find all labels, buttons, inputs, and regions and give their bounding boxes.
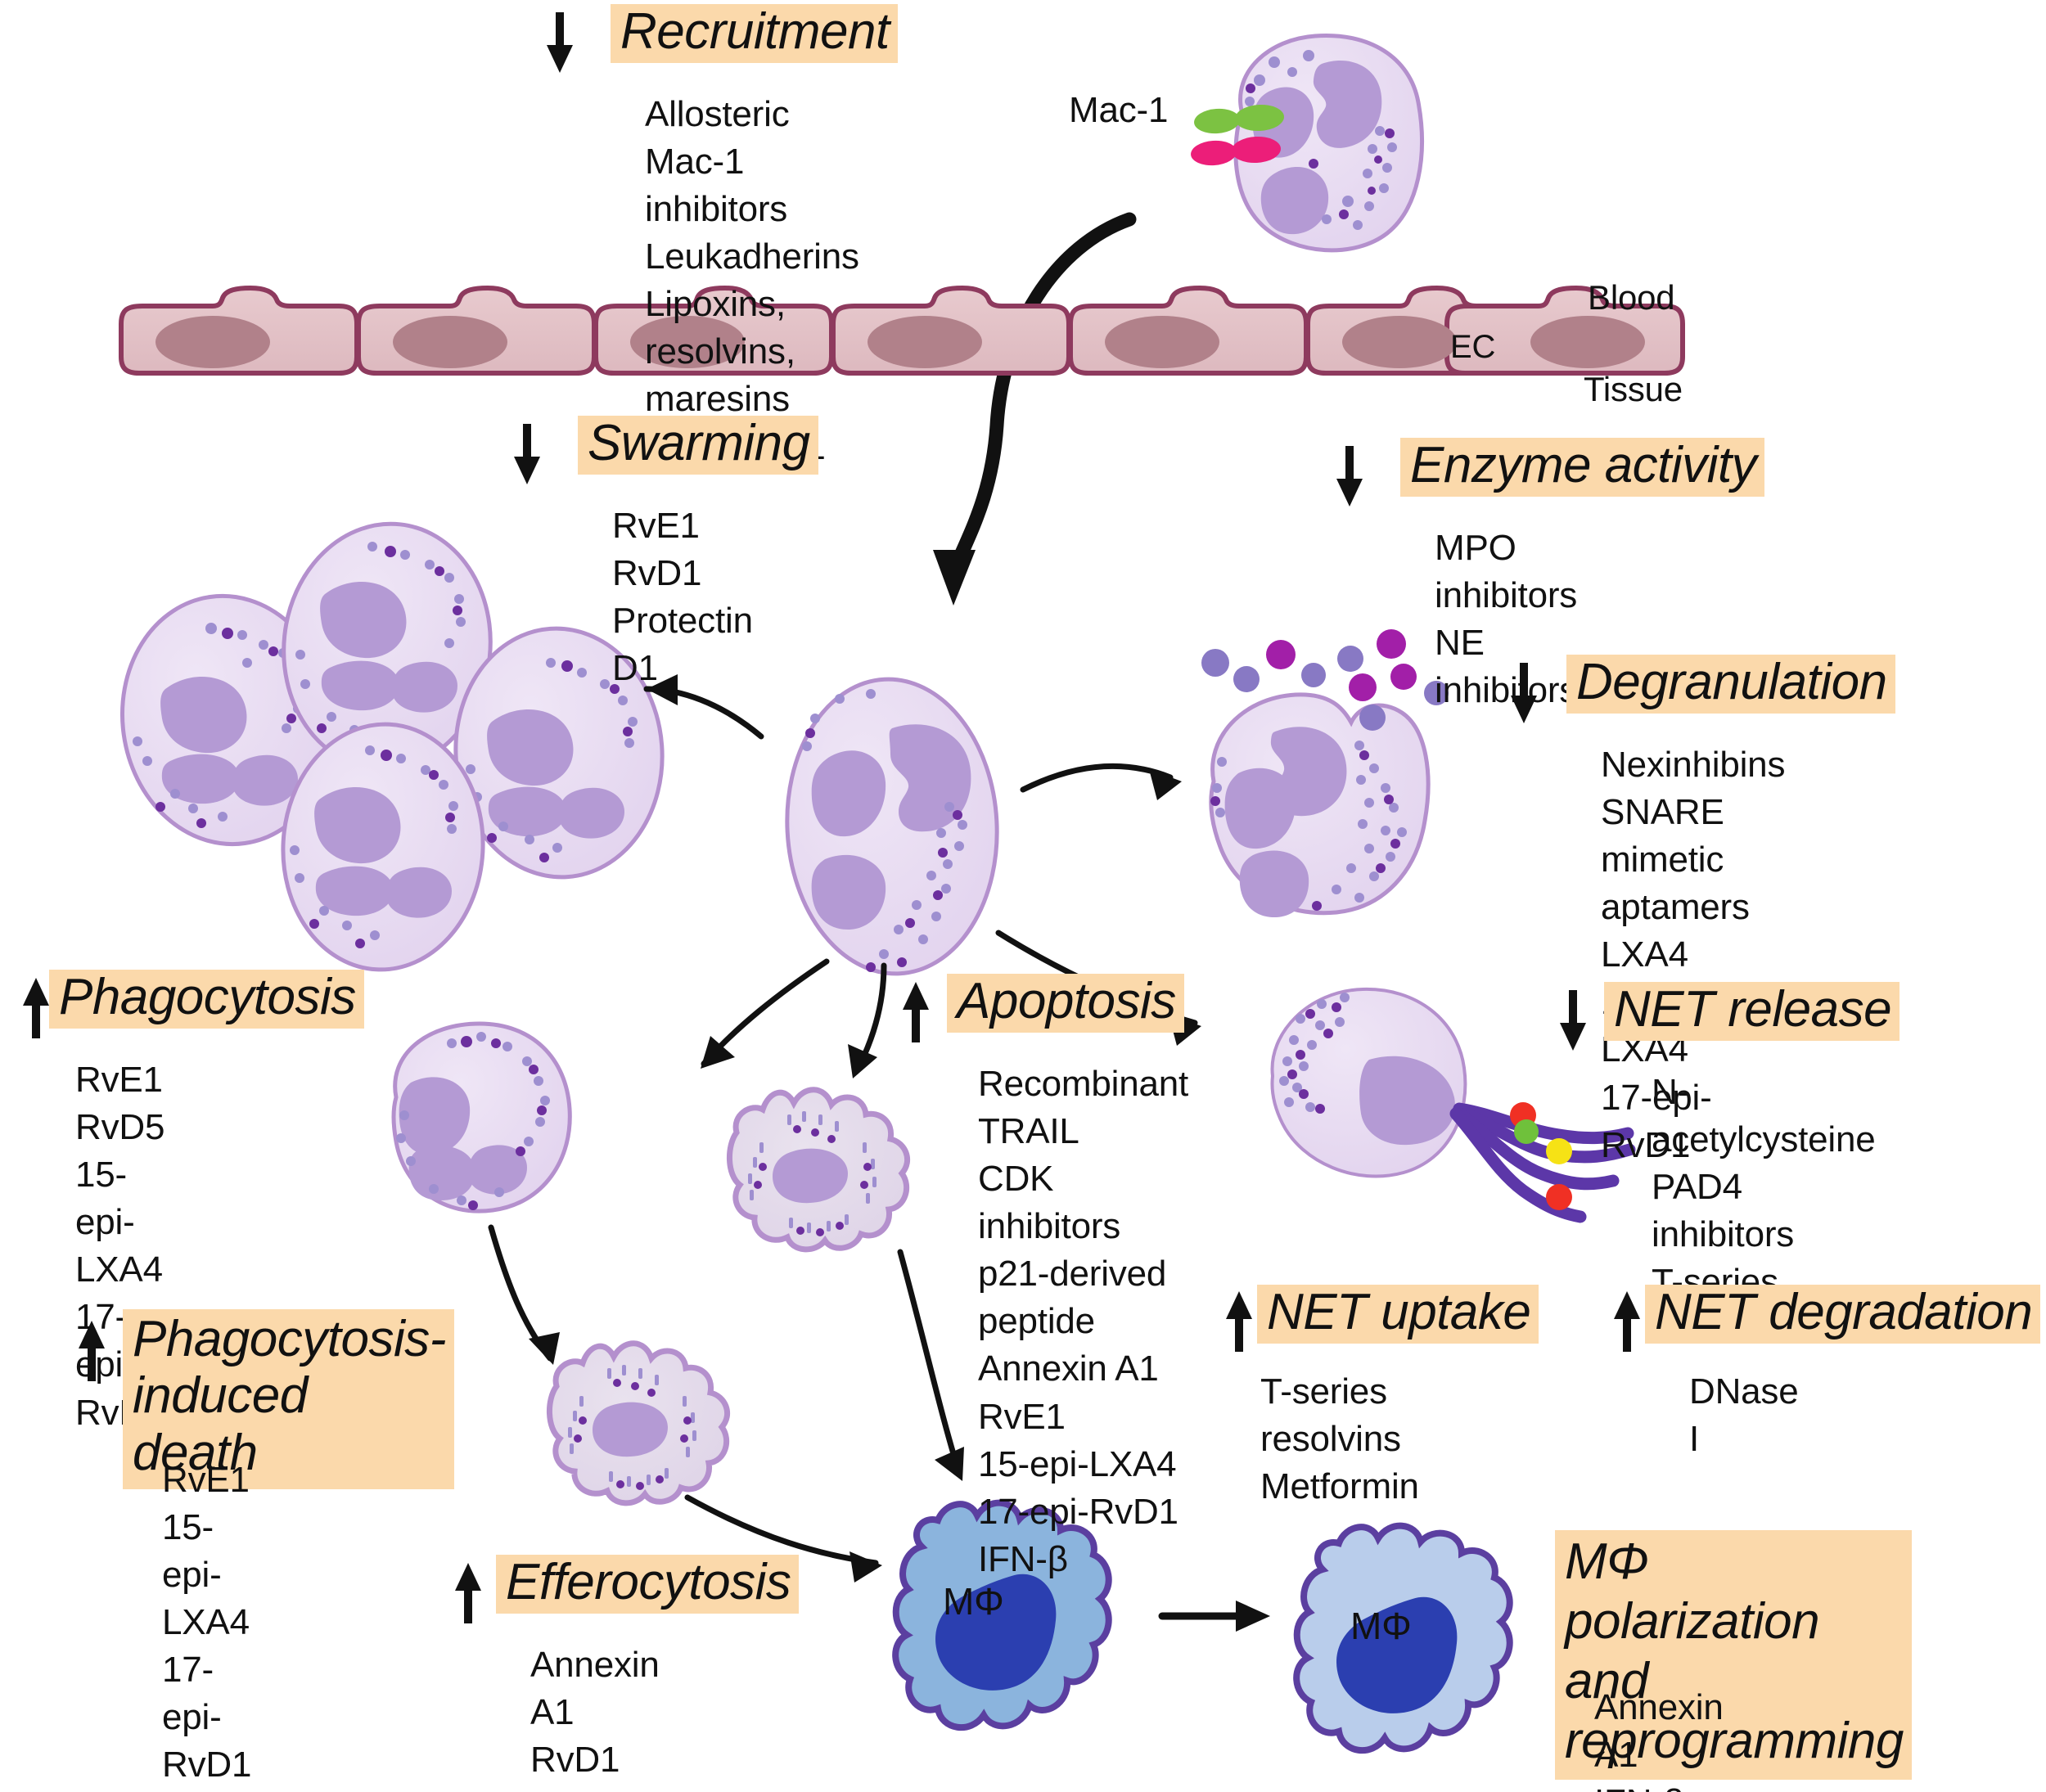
blood-label: Blood [1588,278,1675,317]
macrophage-right [1293,1522,1513,1754]
endothelium-strip [119,286,1685,376]
panel-title: NET degradation [1645,1285,2041,1344]
panel-items: Annexin A1 IFN-β [1594,1684,1724,1792]
net-antimicrobial-dots [1510,1102,1572,1210]
panel-item: Recombinant TRAIL [978,1064,1189,1152]
panel-item: Allosteric Mac-1 inhibitors [645,94,790,230]
panel-items: Annexin A1RvD1RvE1IFN-β [530,1641,660,1792]
panel-title: Enzyme activity [1400,438,1765,498]
panel-title: Phagocytosis- induced death [123,1309,454,1490]
panel-item: p21-derived peptide [978,1254,1167,1342]
neutrophil-degranulating [1201,629,1449,917]
macrophage-right-label: MΦ [1350,1605,1412,1647]
up-arrow-icon [1226,1291,1252,1352]
panel-item: RvE1 [162,1460,250,1500]
neutrophil-apoptotic-2 [546,1340,730,1506]
panel-item: Annexin A1 [978,1349,1159,1389]
panel-item: Lipoxins, resolvins, maresins [645,284,795,420]
panel-item: 17-epi-RvD1 [978,1491,1178,1532]
neutrophil-rolling [1191,33,1424,253]
panel-item: Metformin [1260,1466,1419,1507]
ec-label: EC [1450,329,1496,365]
arrow-to-degranulation [1020,763,1174,793]
panel-title: Recruitment [611,4,898,64]
panel-item: Protectin D1 [612,601,753,689]
macrophage-left-label: MΦ [943,1580,1004,1623]
panel-item: RvE1 [75,1060,163,1100]
panel-item: RvD5 [75,1107,165,1148]
arrow-apoptotic-to-macrophage [897,1249,962,1476]
panel-item: 15-epi-LXA4 [162,1507,250,1643]
panel-title: NET release [1604,982,1900,1042]
up-arrow-icon [79,1321,105,1381]
macrophage-left [892,1499,1112,1731]
panel-item: RvE1 [978,1396,1066,1437]
panel-item: 17-epi-RvD1 [162,1650,252,1785]
panel-item: 15-epi-LXA4 [978,1443,1177,1484]
panel-item: Annexin A1 [530,1645,660,1733]
panel-title: Apoptosis [947,974,1184,1033]
mac1-receptor-icon [1191,104,1284,166]
panel-item: RvD1 [612,553,702,594]
panel-item: IFN-β [1594,1779,1724,1792]
neutrophil-central [785,677,999,976]
up-arrow-icon [23,978,49,1038]
panel-item: LXA4 [1601,934,1688,975]
neutrophil-phagocytic [391,1021,572,1213]
up-arrow-icon [903,982,929,1042]
down-arrow-icon [1511,663,1537,723]
panel-item: N-acetylcysteine [1652,1072,1876,1160]
released-granules [1201,629,1449,731]
panel-item: DNase I [1689,1371,1799,1460]
panel-item: Annexin A1 [1594,1687,1724,1776]
up-arrow-icon [455,1563,481,1623]
panel-item: NE inhibitors [1435,623,1578,711]
panel-item: PAD4 inhibitors [1652,1167,1795,1255]
panel-item: RvE1 [612,506,700,546]
mac1-label: Mac-1 [1069,90,1169,130]
panel-item: 17-epi-RvD1 [1601,1077,1712,1165]
panel-item: RvE1 [530,1784,660,1792]
flow-arrowheads [529,674,1270,1632]
transmigration-arrow [933,212,1137,606]
tissue-label: Tissue [1584,370,1683,408]
arrow-to-efferocytosis [684,1494,879,1566]
down-arrow-icon [547,12,573,73]
up-arrow-icon [1614,1291,1640,1352]
net-strands [1449,1102,1636,1223]
down-arrow-icon [1560,990,1586,1051]
panel-title: MΦ polarization and reprogramming [1555,1530,1912,1780]
panel-title: Swarming [578,416,818,475]
neutrophil-netotic [1270,987,1636,1223]
panel-item: T-series resolvins [1260,1371,1401,1460]
panel-title: NET uptake [1257,1285,1539,1344]
panel-item: Nexinhibins [1601,745,1786,785]
panel-title: Efferocytosis [496,1555,800,1614]
panel-item: IFN-β [978,1538,1068,1579]
down-arrow-icon [514,424,540,484]
down-arrow-icon [1336,446,1363,507]
panel-item: CDK inhibitors [978,1159,1121,1247]
panel-item: RvD1 [530,1740,620,1781]
panel-items: DNase I [1689,1368,1799,1463]
neutrophil-swarm-cluster [119,521,665,972]
neutrophil-apoptotic-1 [726,1087,910,1253]
panel-item: MPO inhibitors [1435,528,1578,616]
panel-item: 15-epi-LXA4 [75,1155,163,1290]
panel-item: SNARE mimetic aptamers [1601,792,1750,928]
panel-title: Degranulation [1566,655,1895,714]
panel-title: Phagocytosis [49,970,364,1029]
panel-item: Leukadherins [645,236,859,277]
